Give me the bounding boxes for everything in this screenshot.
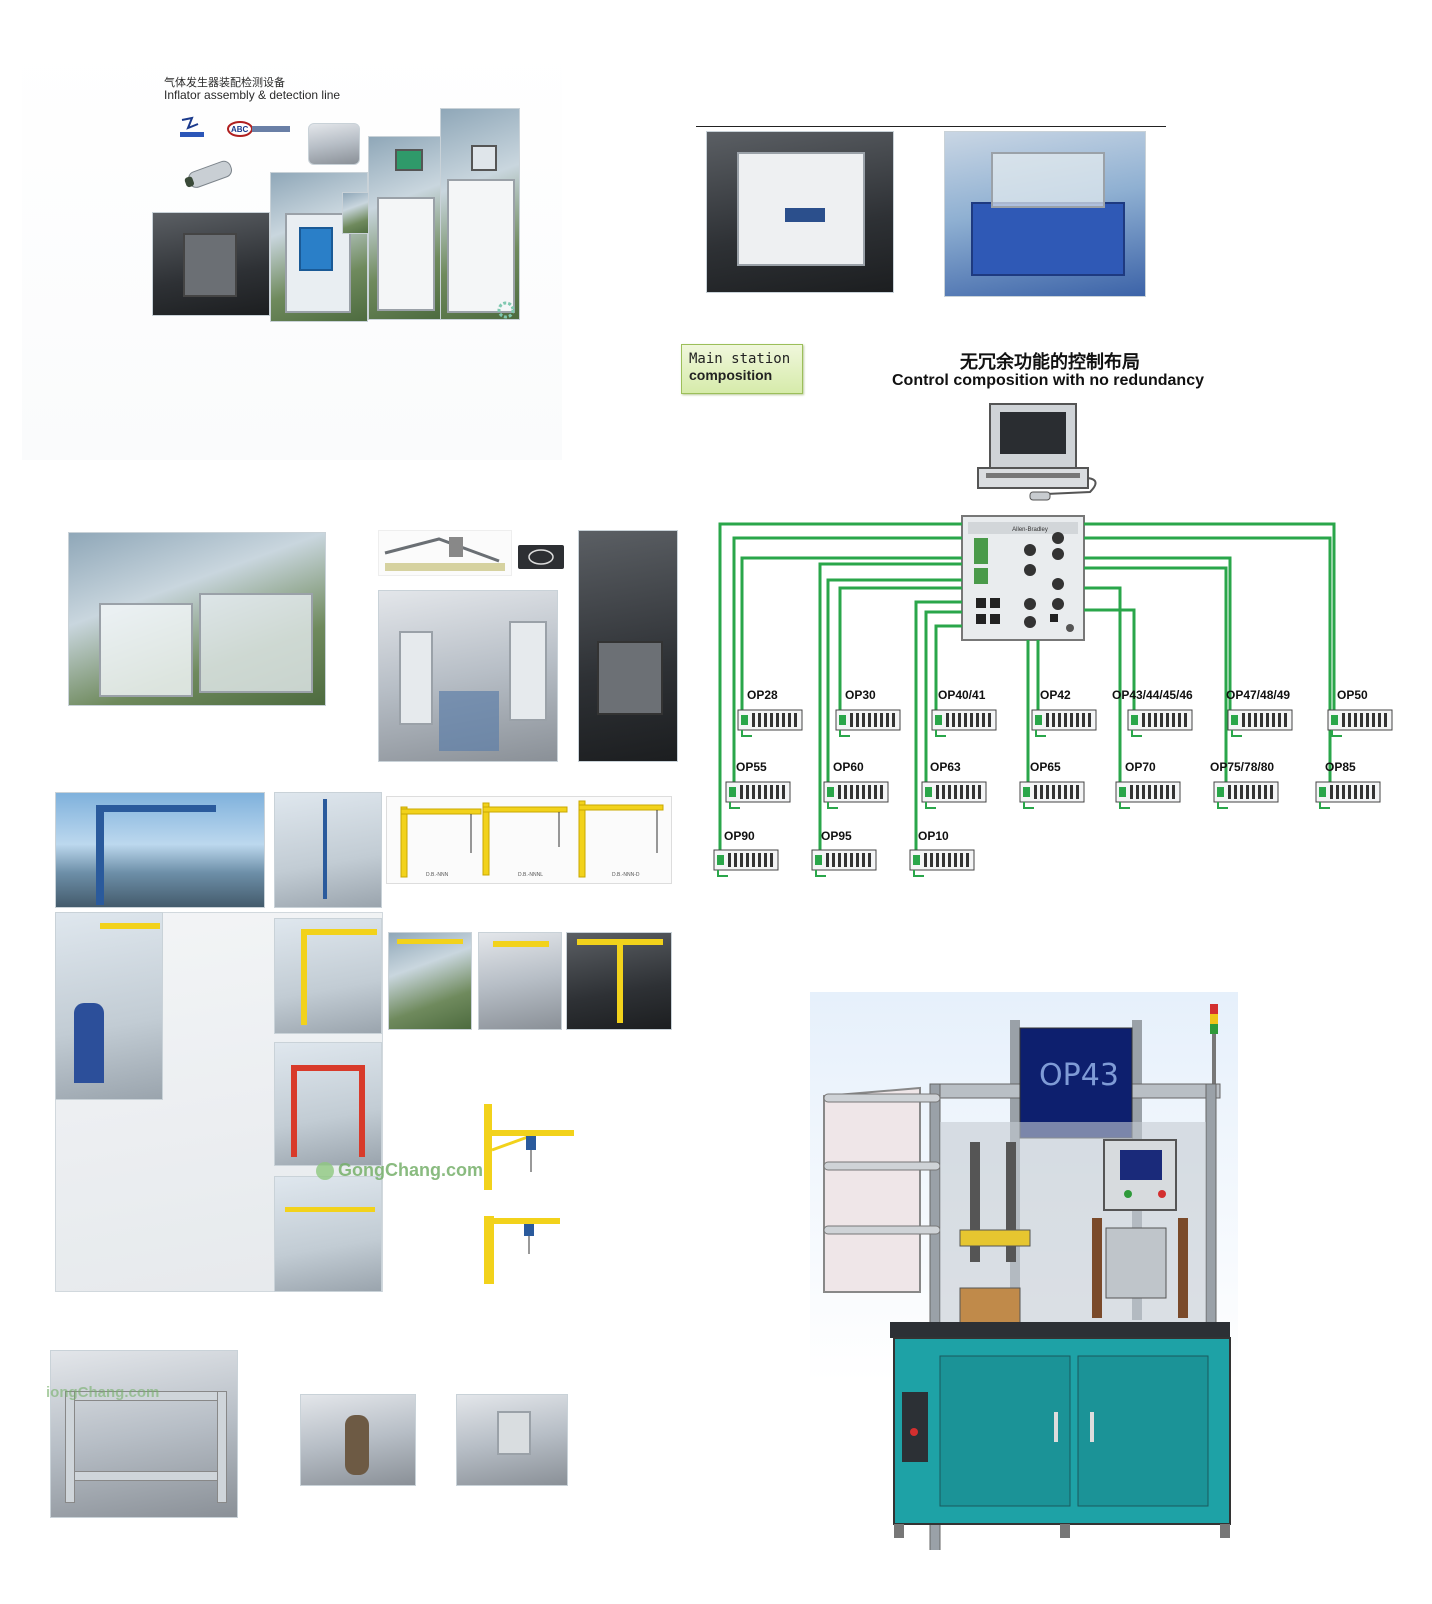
crane-workshop-photo-1 (274, 792, 382, 908)
station-label: OP75/78/80 (1210, 760, 1275, 774)
network-lines (718, 522, 1336, 860)
crane-diagram-label: D.B.-NNNL (518, 872, 544, 878)
control-title-en: Control composition with no redundancy (892, 372, 1204, 389)
jib-crane-harbor-photo (55, 792, 265, 908)
plc-brand: Allen-Bradley (1012, 527, 1048, 533)
io-module (1327, 709, 1393, 737)
svg-text:ABC: ABC (231, 125, 249, 134)
station-label: OP70 (1125, 760, 1156, 774)
station-label: OP90 (724, 829, 755, 843)
gantry-crane-photo (274, 1042, 382, 1166)
op43-cad-rendering: OP43 (810, 992, 1238, 1550)
inflator-photo-4 (368, 136, 442, 320)
crane-diagram-label: D.B.-NNN (426, 872, 449, 878)
crane-photo-b (478, 932, 562, 1030)
station-label: OP65 (1030, 760, 1061, 774)
gongchang-logo-icon (316, 1162, 334, 1180)
io-module (1019, 781, 1085, 809)
station-label: OP47/48/49 (1226, 688, 1291, 702)
crane-diagram-label: D.B.-NNN-D (612, 872, 640, 878)
inflator-part-photo (308, 123, 360, 165)
crane-operator-photo (55, 912, 163, 1100)
iongchang-watermark: iongChang.com (46, 1384, 160, 1401)
station-label: OP95 (821, 829, 852, 843)
assembly-line-photo (68, 532, 326, 706)
io-module (713, 849, 779, 877)
station-label: OP30 (845, 688, 876, 702)
top-divider-line (696, 126, 1166, 127)
station-label: OP28 (747, 688, 778, 702)
inflator-title-en: Inflator assembly & detection line (164, 88, 341, 102)
op43-panel-label: OP43 (1039, 1058, 1119, 1093)
autoliv-logo (178, 116, 206, 140)
plc-controller: Allen-Bradley (961, 515, 1085, 641)
crane-photo-a (388, 932, 472, 1030)
inflator-photo-5 (440, 108, 520, 320)
aluminum-frame-photo (50, 1350, 238, 1518)
crane-photo-c (566, 932, 672, 1030)
gongchang-watermark: GongChang.com (338, 1160, 483, 1180)
io-module (921, 781, 987, 809)
workshop-photo (378, 590, 558, 762)
io-module (909, 849, 975, 877)
io-module (1127, 709, 1193, 737)
inflator-cylinder-icon (182, 158, 240, 190)
station-label: OP40/41 (938, 688, 986, 702)
io-module (931, 709, 997, 737)
pillar-jib-crane-icon (476, 1210, 566, 1286)
crane-workshop-photo-2 (274, 918, 382, 1034)
control-network-diagram: Allen-Bradley (713, 403, 1393, 877)
abc-logo: ABC (226, 120, 292, 138)
jib-crane-diagram (386, 796, 672, 884)
main-station-line2: composition (689, 367, 773, 383)
inflator-title-cn: 气体发生器装配检测设备 (164, 77, 285, 89)
station-label: OP85 (1325, 760, 1356, 774)
io-module (811, 849, 877, 877)
io-module (1031, 709, 1097, 737)
main-station-box: Main station composition (681, 344, 803, 394)
blue-machine-photo (944, 131, 1146, 297)
io-module (835, 709, 901, 737)
io-module (737, 709, 803, 737)
station-label: OP42 (1040, 688, 1071, 702)
gear-watermark-icon (492, 300, 520, 320)
io-module (1115, 781, 1181, 809)
station-label: OP55 (736, 760, 767, 774)
station-label: OP63 (930, 760, 961, 774)
station-label: OP50 (1337, 688, 1368, 702)
station-label: OP60 (833, 760, 864, 774)
crane-workshop-photo-3 (274, 1176, 382, 1292)
station-label: OP10 (918, 829, 949, 843)
io-module (1315, 781, 1381, 809)
main-station-line1: Main station (689, 351, 791, 367)
control-title-cn: 无冗余功能的控制布局 (960, 352, 1140, 372)
test-bench-photo (706, 131, 894, 293)
frame-detail-photo-1 (300, 1394, 416, 1486)
io-module (1213, 781, 1279, 809)
brand-badge (518, 545, 564, 569)
io-module (1227, 709, 1293, 737)
computer-icon (977, 403, 1097, 501)
station-label: OP43/44/45/46 (1112, 688, 1193, 702)
frame-detail-photo-2 (456, 1394, 568, 1486)
wall-jib-crane-icon (476, 1100, 576, 1194)
press-station-photo (578, 530, 678, 762)
inflator-photo-1 (152, 212, 270, 316)
io-module (823, 781, 889, 809)
window-regulator-photo (378, 530, 512, 576)
io-module (725, 781, 791, 809)
